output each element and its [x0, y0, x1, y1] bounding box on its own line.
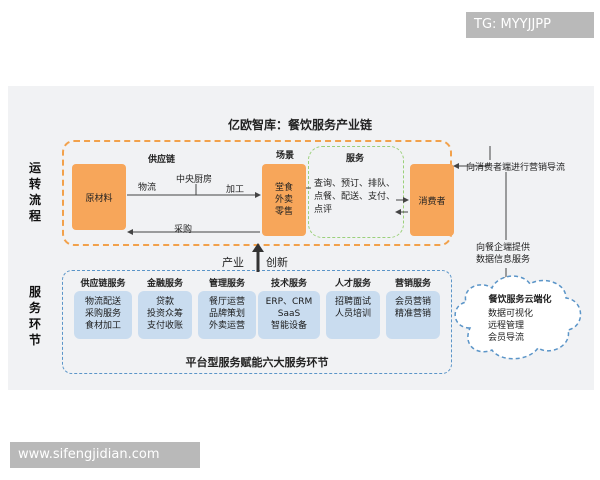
- label-to-enterprise: 向餐企端提供 数据信息服务: [476, 243, 531, 265]
- service-box: 餐厅运营 品牌策划 外卖运营: [198, 291, 256, 339]
- service-items: 物流配送 采购服务 食材加工: [84, 297, 121, 331]
- label-purchase: 采购: [174, 225, 193, 235]
- service-title: 营销服务: [394, 279, 431, 289]
- service-items: 查询、预订、排队、 点餐、配送、支付、 点评: [314, 179, 396, 215]
- service-box: 物流配送 采购服务 食材加工: [74, 291, 132, 339]
- service-title: 管理服务: [208, 279, 245, 289]
- row-label-flow: 运 转 流 程: [28, 161, 41, 223]
- service-title: 技术服务: [270, 279, 307, 289]
- platform-caption: 平台型服务赋能六大服务环节: [185, 356, 329, 369]
- label-industry: 产业: [222, 256, 244, 269]
- service-items: 会员营销 精准营销: [394, 297, 431, 319]
- watermark-bottom-left: www.sifengjidian.com: [10, 442, 200, 468]
- service-box: 贷款 投资众筹 支付收账: [138, 291, 192, 339]
- cloud-shape: [454, 275, 582, 360]
- row-label-service: 服 务 环 节: [28, 285, 41, 347]
- service-items: 招聘面试 人员培训: [334, 297, 371, 319]
- service-items: ERP、CRM SaaS 智能设备: [265, 297, 313, 331]
- label-processing: 加工: [226, 185, 245, 195]
- cloud-title: 餐饮服务云端化: [488, 295, 552, 305]
- service-box: ERP、CRM SaaS 智能设备: [258, 291, 320, 339]
- innovation-arrow-head: [252, 243, 264, 252]
- scene-box: 堂食 外卖 零售: [262, 164, 306, 236]
- service-title: 金融服务: [146, 279, 183, 289]
- label-to-consumer: 向消费者端进行营销导流: [466, 163, 566, 173]
- service-title: 人才服务: [334, 279, 371, 289]
- service-title: 供应链服务: [80, 279, 126, 289]
- service-items: 餐厅运营 品牌策划 外卖运营: [208, 297, 245, 331]
- watermark-top-right: TG: MYYJJPP: [466, 12, 594, 38]
- label-central-kitchen: 中央厨房: [176, 175, 213, 185]
- label-supply-chain: 供应链: [148, 155, 176, 165]
- service-box: 会员营销 精准营销: [386, 291, 440, 339]
- service-zone: [308, 146, 404, 238]
- label-logistics: 物流: [138, 183, 157, 193]
- consumer-box: 消费者: [410, 164, 454, 236]
- label-scene: 场景: [276, 151, 295, 161]
- label-innovation: 创新: [266, 256, 288, 269]
- service-items: 贷款 投资众筹 支付收账: [146, 297, 183, 331]
- service-box: 招聘面试 人员培训: [326, 291, 380, 339]
- label-service: 服务: [346, 154, 365, 164]
- raw-material-box: 原材料: [72, 164, 126, 230]
- cloud-items: 数据可视化 远程管理 会员导流: [488, 309, 534, 343]
- diagram-title: 亿欧智库：餐饮服务产业链: [227, 118, 372, 132]
